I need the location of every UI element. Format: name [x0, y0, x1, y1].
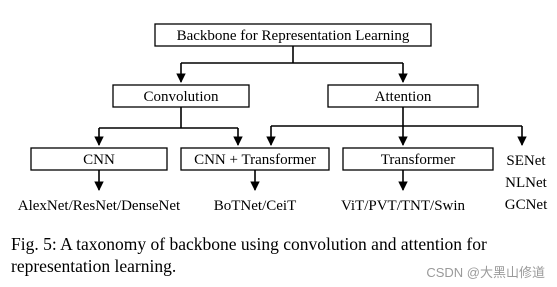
- attention-example-nlnet: NLNet: [505, 175, 547, 191]
- example-edges: [94, 170, 408, 191]
- transformer-label: Transformer: [381, 152, 455, 168]
- cnn-node: CNN: [30, 147, 168, 171]
- cnn-examples: AlexNet/ResNet/DenseNet: [18, 198, 181, 214]
- attention-example-gcnet: GCNet: [505, 197, 548, 213]
- attention-example-senet: SENet: [506, 153, 546, 169]
- cnn-transformer-label: CNN + Transformer: [194, 152, 316, 168]
- attention-edges: [266, 107, 527, 146]
- root-edges: [176, 46, 408, 83]
- root-node: Backbone for Representation Learning: [154, 23, 432, 47]
- transformer-examples: ViT/PVT/TNT/Swin: [341, 198, 466, 214]
- attention-label: Attention: [375, 89, 432, 105]
- attention-node: Attention: [327, 84, 479, 108]
- convolution-node: Convolution: [112, 84, 250, 108]
- figure-caption: Fig. 5: A taxonomy of backbone using con…: [11, 234, 487, 276]
- convolution-edges: [94, 107, 243, 146]
- watermark: CSDN @大黑山修道: [424, 262, 547, 281]
- root-label: Backbone for Representation Learning: [177, 28, 410, 44]
- cnn-transformer-examples: BoTNet/CeiT: [214, 198, 297, 214]
- convolution-label: Convolution: [143, 89, 219, 105]
- taxonomy-diagram: Backbone for Representation Learning Con…: [18, 23, 548, 214]
- cnn-transformer-node: CNN + Transformer: [180, 147, 330, 171]
- cnn-label: CNN: [83, 152, 115, 168]
- transformer-node: Transformer: [342, 147, 494, 171]
